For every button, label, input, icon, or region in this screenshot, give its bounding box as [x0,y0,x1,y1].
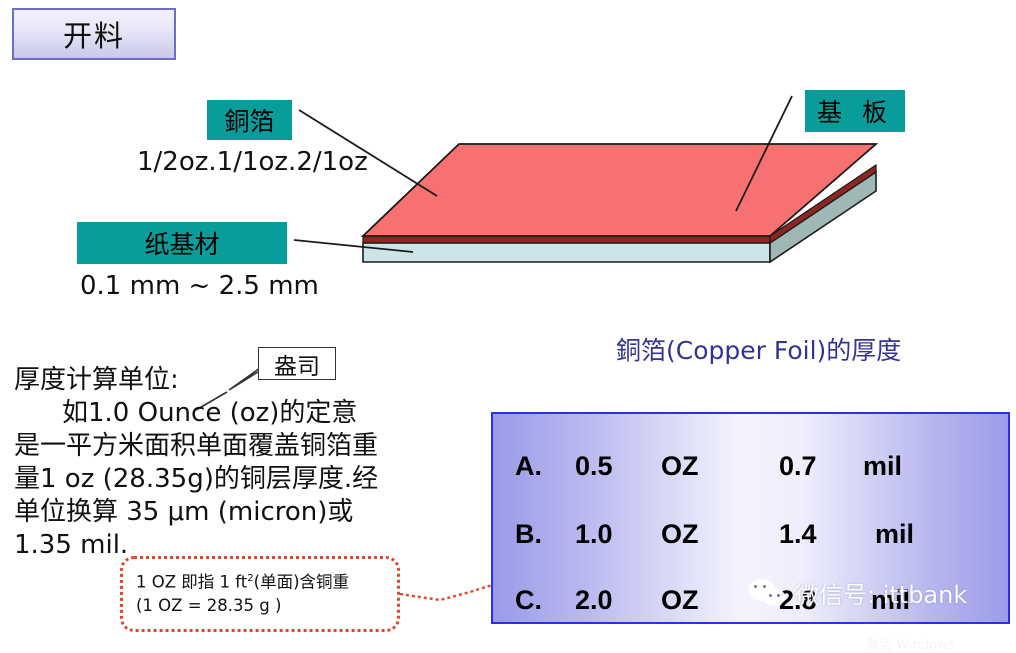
row-thickness: 1.4 [779,518,817,549]
row-thickness-unit: mil [863,450,903,481]
note-line-2: (1 OZ = 28.35 g ) [136,595,282,615]
row-weight: 0.5 [575,450,613,481]
foil-thickness-heading: 銅箔(Copper Foil)的厚度 [616,336,902,365]
table-row: C. 2.0 OZ 2.8 mil [493,570,1008,630]
note-line-1-post: (单面)含铜重 [253,572,350,592]
calc-line-5: 1.35 mil. [14,530,129,560]
row-thickness-unit: mil [871,584,911,615]
row-key: B. [515,518,542,549]
table-row: B. 1.0 OZ 1.4 mil [493,504,1008,564]
note-line-1-pre: 1 OZ 即指 1 ft [136,572,248,592]
label-copper-foil: 銅箔 [207,100,292,140]
base-right-face [769,170,877,264]
annotation-copper-oz: 1/2oz.1/1oz.2/1oz [137,147,368,177]
callout-ounce: 盎司 [258,347,336,380]
foil-thickness-table: A. 0.5 OZ 0.7 mil B. 1.0 OZ 1.4 mil C. 2… [491,412,1010,624]
note-oz-definition: 1 OZ 即指 1 ft2(单面)含铜重 (1 OZ = 28.35 g ) [120,556,400,632]
row-thickness: 0.7 [779,450,817,481]
copper-front-edge [362,235,771,244]
annotation-base-thickness: 0.1 mm ~ 2.5 mm [80,271,319,301]
label-copper-foil-text: 銅箔 [224,107,275,136]
calc-line-4: 单位换算 35 μm (micron)或 [14,497,354,527]
row-weight-unit: OZ [661,450,699,481]
label-substrate: 基 板 [805,90,905,132]
calc-line-1: 如1.0 Ounce (oz)的定意 [62,398,358,428]
slide-title-box: 开料 [12,8,176,60]
label-paper-base-text: 纸基材 [144,230,220,259]
calc-line-3: 量1 oz (28.35g)的铜层厚度.经 [14,464,379,494]
thickness-calculation-text: 厚度计算单位: 如1.0 Ounce (oz)的定意 是一平方米面积单面覆盖铜箔… [14,364,454,562]
base-front-face [362,242,771,263]
row-key: A. [515,450,542,481]
row-weight-unit: OZ [661,518,699,549]
row-thickness-unit: mil [875,518,915,549]
row-weight-unit: OZ [661,584,699,615]
leader-line-paper-base [293,239,414,253]
copper-right-edge [769,163,877,245]
note-superscript: 2 [247,573,254,584]
label-substrate-text: 基 板 [817,98,893,127]
label-paper-base: 纸基材 [77,222,287,264]
calc-heading: 厚度计算单位: [14,365,179,395]
callout-ounce-text: 盎司 [274,353,320,380]
row-key: C. [515,584,542,615]
copper-top-face [360,143,879,237]
note-line-1: 1 OZ 即指 1 ft2(单面)含铜重 [136,567,387,594]
table-row: A. 0.5 OZ 0.7 mil [493,436,1008,496]
row-thickness: 2.8 [779,584,817,615]
connector-note-to-table [399,583,493,602]
row-weight: 1.0 [575,518,613,549]
calc-line-2: 是一平方米面积单面覆盖铜箔重 [14,431,379,461]
page-title: 开料 [62,19,125,53]
row-weight: 2.0 [575,584,613,615]
